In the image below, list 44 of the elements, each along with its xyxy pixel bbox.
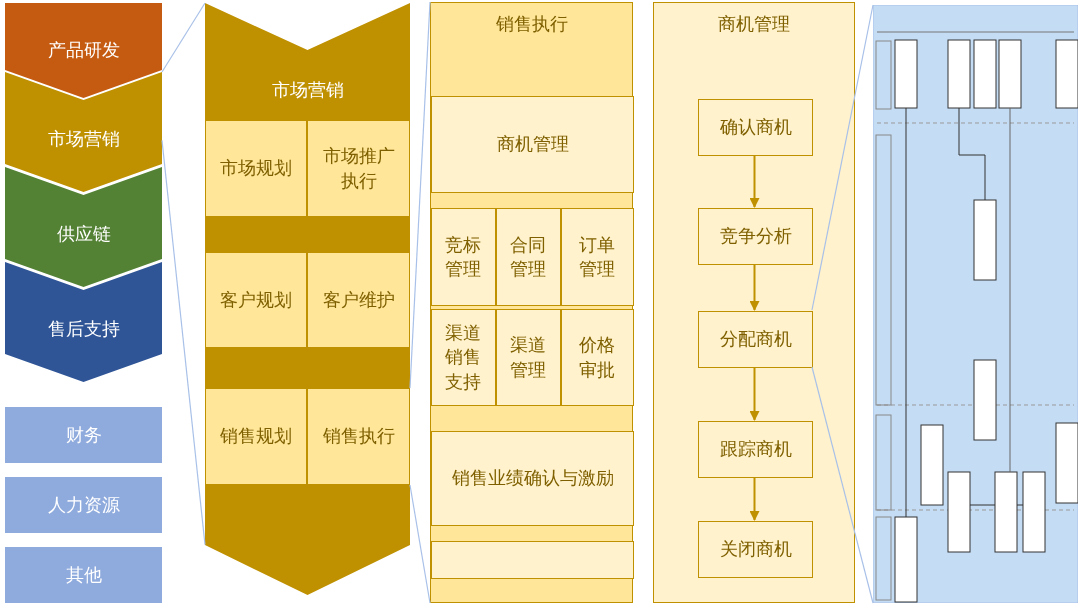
process-box: 客户维护 <box>307 252 410 348</box>
chevron-band: 售后支持 <box>5 262 162 382</box>
zoom-line <box>811 366 874 604</box>
process-box: 客户规划 <box>205 252 307 348</box>
process-box: 价格审批 <box>561 309 634 406</box>
process-box: 渠道管理 <box>496 309 561 406</box>
zoom-line <box>161 139 206 546</box>
zoom-line <box>811 4 874 311</box>
heading: 商机管理 <box>717 11 791 36</box>
chevron-band: 市场营销 <box>5 72 162 192</box>
process-box: 确认商机 <box>698 99 813 156</box>
process-box: 销售执行 <box>307 388 410 485</box>
process-box: 商机管理 <box>431 96 634 193</box>
arrow <box>749 263 760 311</box>
column-panel <box>430 2 633 603</box>
category-box: 人力资源 <box>5 477 162 533</box>
category-box: 财务 <box>5 407 162 463</box>
chevron-band: 供应链 <box>5 167 162 287</box>
process-box: 渠道销售支持 <box>431 309 496 406</box>
process-box: 关闭商机 <box>698 521 813 578</box>
process-box: 跟踪商机 <box>698 421 813 478</box>
process-box: 竞争分析 <box>698 208 813 265</box>
chevron-band: 产品研发 <box>5 3 162 98</box>
chevron-panel <box>205 3 410 595</box>
process-box: 销售规划 <box>205 388 307 485</box>
process-box: 合同管理 <box>496 208 561 306</box>
process-box: 订单管理 <box>561 208 634 306</box>
process-box: 销售业绩确认与激励 <box>431 431 634 526</box>
arrow <box>749 366 760 421</box>
arrow <box>749 154 760 208</box>
process-box: 市场规划 <box>205 120 307 217</box>
heading: 销售执行 <box>494 11 569 36</box>
process-box: 竞标管理 <box>431 208 496 306</box>
column-panel <box>653 2 855 603</box>
zoom-line <box>409 484 431 604</box>
process-box: 市场推广执行 <box>307 120 410 217</box>
process-box: 分配商机 <box>698 311 813 368</box>
zoom-line <box>161 2 206 73</box>
zoom-line <box>409 1 431 389</box>
heading: 市场营销 <box>270 78 345 103</box>
process-box <box>431 541 634 579</box>
category-box: 其他 <box>5 547 162 603</box>
swimlane-drawing <box>873 5 1078 603</box>
arrow <box>749 476 760 521</box>
